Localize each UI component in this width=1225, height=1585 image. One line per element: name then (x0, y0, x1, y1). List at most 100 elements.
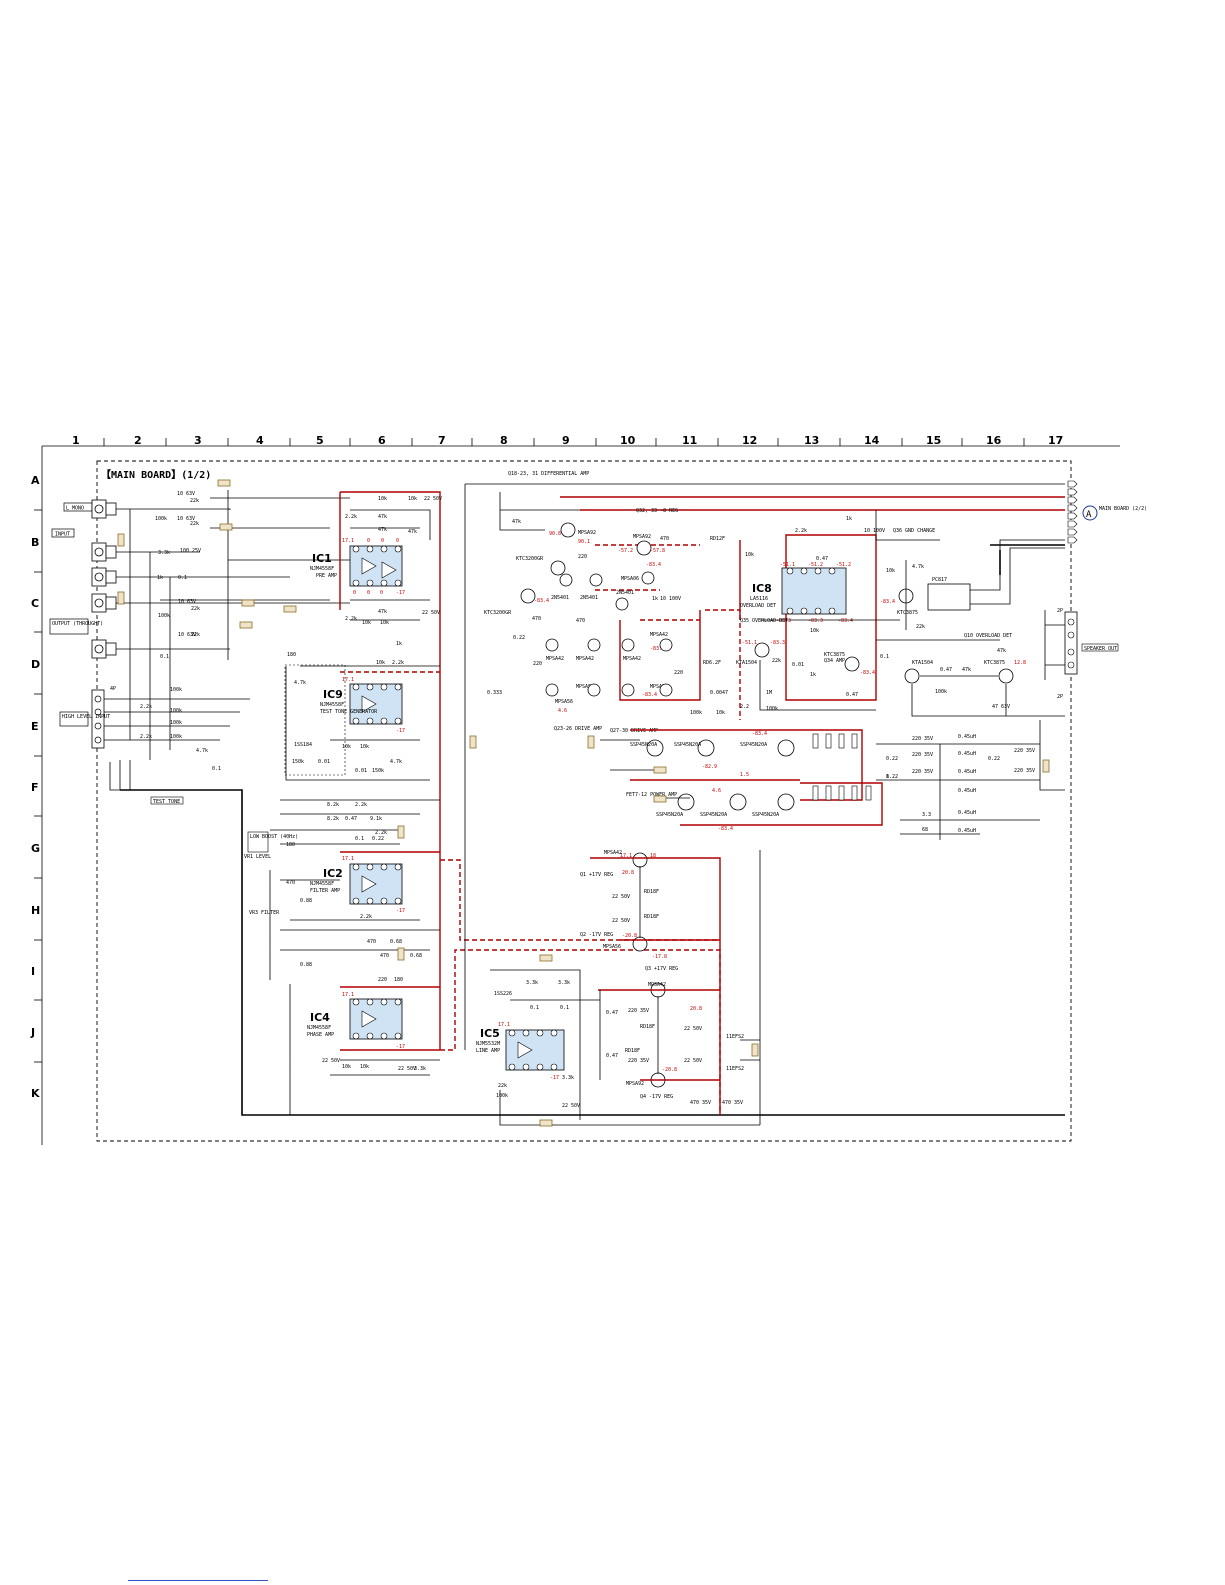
ic4-label: IC4 (310, 1011, 330, 1024)
board-title: 【MAIN BOARD】(1/2) (101, 468, 211, 481)
mono-label: L MONO (66, 506, 84, 512)
col-label-12: 12 (742, 434, 757, 447)
svg-text:220 35V: 220 35V (912, 769, 933, 775)
svg-text:47k: 47k (962, 667, 971, 673)
svg-text:1k: 1k (810, 672, 816, 678)
svg-text:47k: 47k (378, 527, 387, 533)
svg-text:PRE AMP: PRE AMP (316, 573, 337, 579)
svg-text:22k: 22k (191, 606, 200, 612)
svg-text:10k: 10k (886, 568, 895, 574)
svg-text:2.2k: 2.2k (795, 528, 807, 534)
svg-text:0.01: 0.01 (355, 768, 367, 774)
svg-text:470: 470 (286, 880, 295, 886)
svg-text:180: 180 (287, 652, 296, 658)
svg-text:10k: 10k (362, 620, 371, 626)
col-label-14: 14 (864, 434, 880, 447)
svg-text:150k: 150k (372, 768, 384, 774)
terminal-4p: 4P (110, 686, 116, 692)
svg-text:47k: 47k (997, 648, 1006, 654)
svg-text:10k: 10k (342, 744, 351, 750)
svg-text:MPSA92: MPSA92 (578, 530, 596, 536)
svg-text:2.2k: 2.2k (355, 802, 367, 808)
svg-text:90.8: 90.8 (549, 531, 561, 537)
svg-text:100k: 100k (155, 516, 167, 522)
svg-text:-83.4: -83.4 (752, 731, 767, 737)
svg-text:0.45uH: 0.45uH (958, 734, 976, 740)
svg-text:100k: 100k (170, 720, 182, 726)
speaker-out-label: SPEAKER OUT (1084, 646, 1117, 652)
svg-text:PHASE AMP: PHASE AMP (307, 1032, 334, 1038)
svg-text:Q10 OVERLOAD DET: Q10 OVERLOAD DET (964, 633, 1012, 639)
svg-text:0.68: 0.68 (410, 953, 422, 959)
svg-text:0.1: 0.1 (355, 836, 364, 842)
svg-text:18: 18 (650, 853, 656, 859)
row-label-b: B (31, 536, 39, 549)
svg-text:SSP45N20A: SSP45N20A (740, 742, 767, 748)
col-label-10: 10 (620, 434, 636, 447)
svg-text:MPSA42: MPSA42 (623, 656, 641, 662)
svg-text:10 63V: 10 63V (177, 491, 195, 497)
svg-text:3.3k: 3.3k (158, 550, 170, 556)
svg-text:10 63V: 10 63V (178, 632, 196, 638)
svg-text:-82.9: -82.9 (702, 764, 717, 770)
svg-text:220: 220 (578, 554, 587, 560)
svg-text:0.333: 0.333 (487, 690, 502, 696)
svg-text:47k: 47k (378, 514, 387, 520)
emitter-resistor-bank (800, 729, 883, 826)
svg-text:10 63V: 10 63V (177, 516, 195, 522)
svg-text:Q3 +17V REG: Q3 +17V REG (645, 966, 678, 972)
ic8-label: IC8 (752, 582, 772, 595)
svg-text:MPSA42: MPSA42 (650, 632, 668, 638)
svg-text:470 35V: 470 35V (690, 1100, 711, 1106)
svg-text:17.1: 17.1 (342, 856, 354, 862)
svg-text:KTC3875: KTC3875 (897, 610, 918, 616)
svg-text:-51.1: -51.1 (742, 640, 757, 646)
col-label-2: 2 (134, 434, 142, 447)
svg-text:11EFS2: 11EFS2 (726, 1066, 744, 1072)
overload-q10-section: Q10 OVERLOAD DET KTC3875 KTA1504 0.47 47… (880, 633, 1065, 717)
svg-text:4.7k: 4.7k (196, 748, 208, 754)
svg-text:22 50V: 22 50V (322, 1058, 340, 1064)
svg-text:100k: 100k (158, 613, 170, 619)
row-label-g: G (31, 842, 40, 855)
svg-text:2P: 2P (1057, 694, 1063, 700)
svg-text:-83.4: -83.4 (718, 826, 733, 832)
svg-text:RD6.2F: RD6.2F (703, 660, 721, 666)
svg-text:0.47: 0.47 (606, 1010, 618, 1016)
svg-text:470: 470 (660, 536, 669, 542)
svg-text:100k: 100k (496, 1093, 508, 1099)
svg-text:47 63V: 47 63V (992, 704, 1010, 710)
svg-text:3.3k: 3.3k (562, 1075, 574, 1081)
svg-text:17.1: 17.1 (342, 677, 354, 683)
svg-text:0.45uH: 0.45uH (958, 788, 976, 794)
svg-text:220: 220 (378, 977, 387, 983)
svg-text:PC817: PC817 (932, 577, 947, 583)
svg-text:0.22: 0.22 (886, 756, 898, 762)
svg-text:1k: 1k (396, 641, 402, 647)
ic5-label: IC5 (480, 1027, 500, 1040)
svg-text:150k: 150k (292, 759, 304, 765)
svg-text:0.22: 0.22 (513, 635, 525, 641)
svg-text:-20.8: -20.8 (662, 1067, 677, 1073)
svg-text:470: 470 (532, 616, 541, 622)
svg-text:22k: 22k (498, 1083, 507, 1089)
svg-text:RD18F: RD18F (640, 1024, 655, 1030)
svg-text:10k: 10k (342, 1064, 351, 1070)
svg-text:Q27-30 DRIVE AMP: Q27-30 DRIVE AMP (610, 728, 658, 734)
svg-text:NJM4558F: NJM4558F (310, 566, 334, 572)
svg-text:220 35V: 220 35V (1014, 768, 1035, 774)
ic1-block: IC1 NJM4558F PRE AMP 17.1 0 0 0 0 0 0 -1… (310, 491, 442, 1050)
svg-text:0.47: 0.47 (940, 667, 952, 673)
svg-text:Q23-26 DRIVE AMP: Q23-26 DRIVE AMP (554, 726, 602, 732)
svg-text:0.1: 0.1 (178, 575, 187, 581)
svg-text:0.01: 0.01 (318, 759, 330, 765)
col-label-3: 3 (194, 434, 202, 447)
svg-text:MPSA92: MPSA92 (633, 534, 651, 540)
svg-text:0.22: 0.22 (372, 836, 384, 842)
svg-text:KTA1504: KTA1504 (736, 660, 757, 666)
svg-text:2N5401: 2N5401 (580, 595, 598, 601)
svg-text:2P: 2P (1057, 608, 1063, 614)
svg-text:17.1: 17.1 (498, 1022, 510, 1028)
svg-text:0: 0 (396, 538, 399, 544)
svg-text:10k: 10k (408, 496, 417, 502)
